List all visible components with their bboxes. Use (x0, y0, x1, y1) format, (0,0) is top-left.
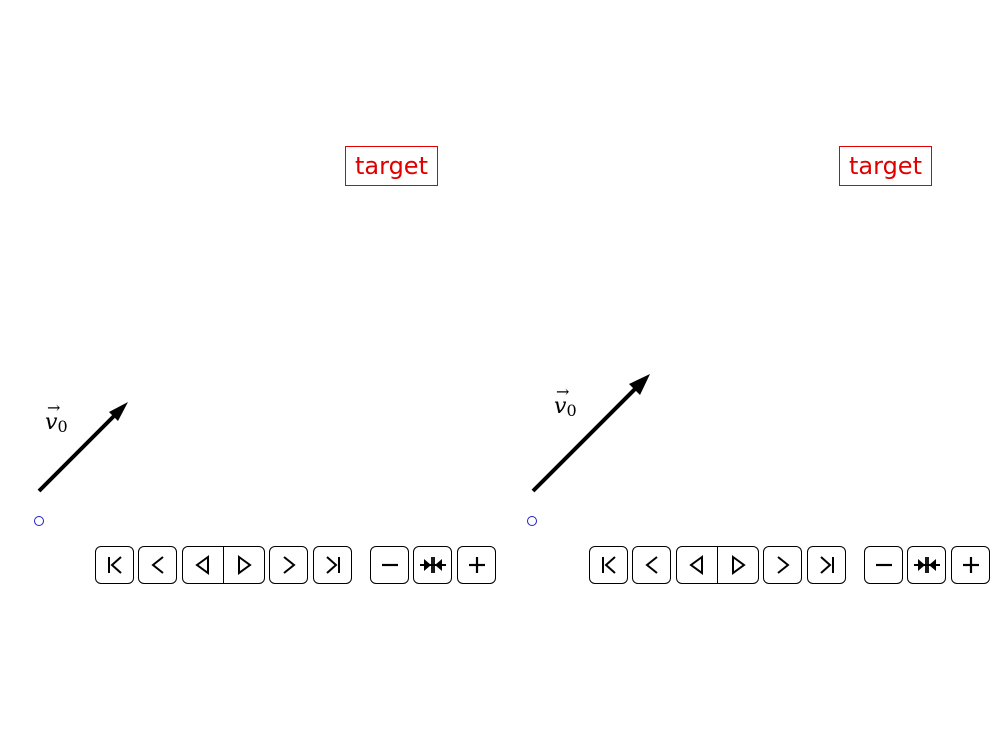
step-back-button[interactable] (138, 546, 177, 584)
velocity-label: →v0 (554, 382, 577, 420)
play-forward-button[interactable] (717, 547, 758, 583)
play-pair-button (676, 546, 759, 584)
slower-button[interactable] (370, 546, 409, 584)
chevron-left-icon (644, 556, 658, 574)
faster-button[interactable] (951, 546, 990, 584)
play-reverse-icon (689, 555, 703, 575)
initial-velocity-vector (531, 374, 650, 493)
minus-icon (875, 563, 892, 567)
first-frame-button[interactable] (589, 546, 628, 584)
chevron-left-icon (150, 556, 164, 574)
play-reverse-icon (195, 555, 209, 575)
skip-to-start-icon (601, 556, 616, 574)
play-reverse-button[interactable] (183, 547, 223, 583)
play-reverse-button[interactable] (677, 547, 717, 583)
plus-icon (468, 557, 485, 573)
initial-velocity-vector (37, 402, 128, 493)
play-pair-button (182, 546, 265, 584)
reset-speed-button[interactable] (413, 546, 452, 584)
slower-button[interactable] (864, 546, 903, 584)
minus-icon (381, 563, 398, 567)
chevron-right-icon (282, 556, 296, 574)
faster-button[interactable] (457, 546, 496, 584)
skip-to-start-icon (107, 556, 122, 574)
target-label: target (839, 146, 932, 186)
chevron-right-icon (776, 556, 790, 574)
last-frame-button[interactable] (807, 546, 846, 584)
last-frame-button[interactable] (313, 546, 352, 584)
velocity-label: →v0 (45, 398, 68, 436)
skip-to-end-icon (819, 556, 834, 574)
first-frame-button[interactable] (95, 546, 134, 584)
animation-panel-left: target →v0 (34, 146, 496, 584)
step-forward-button[interactable] (763, 546, 802, 584)
reset-speed-button[interactable] (907, 546, 946, 584)
origin-point (527, 516, 537, 526)
reset-speed-icon (419, 557, 446, 573)
plus-icon (962, 557, 979, 573)
step-back-button[interactable] (632, 546, 671, 584)
target-label: target (345, 146, 438, 186)
play-icon (732, 555, 746, 575)
skip-to-end-icon (325, 556, 340, 574)
reset-speed-icon (913, 557, 940, 573)
step-forward-button[interactable] (269, 546, 308, 584)
play-icon (238, 555, 252, 575)
origin-point (34, 516, 44, 526)
play-forward-button[interactable] (223, 547, 264, 583)
animation-panel-right: target →v0 (494, 0, 998, 756)
